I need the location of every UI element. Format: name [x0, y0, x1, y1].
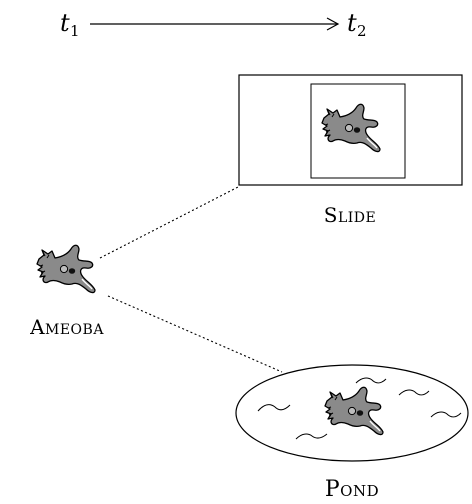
timeline-end-symbol: t	[347, 9, 357, 37]
pond-ripple	[398, 389, 430, 396]
pond-ripple	[430, 411, 462, 418]
slide-label: Slide	[324, 203, 376, 227]
connector-to-pond	[107, 295, 283, 373]
ameoba-icon	[36, 244, 96, 294]
ameoba-label: Ameoba	[29, 315, 104, 339]
connector-to-slide	[99, 185, 241, 259]
timeline-end-subscript: 2	[357, 22, 367, 40]
timeline-start-subscript: 1	[70, 22, 80, 40]
pond-ripple	[257, 404, 291, 412]
pond	[235, 364, 469, 462]
timeline-start-symbol: t	[60, 9, 70, 37]
slide	[238, 74, 463, 186]
pond-ripple	[295, 433, 328, 440]
pond-label: Pond	[325, 477, 379, 502]
pond-ripple	[355, 377, 387, 384]
timeline: t 1 t 2	[60, 9, 367, 40]
